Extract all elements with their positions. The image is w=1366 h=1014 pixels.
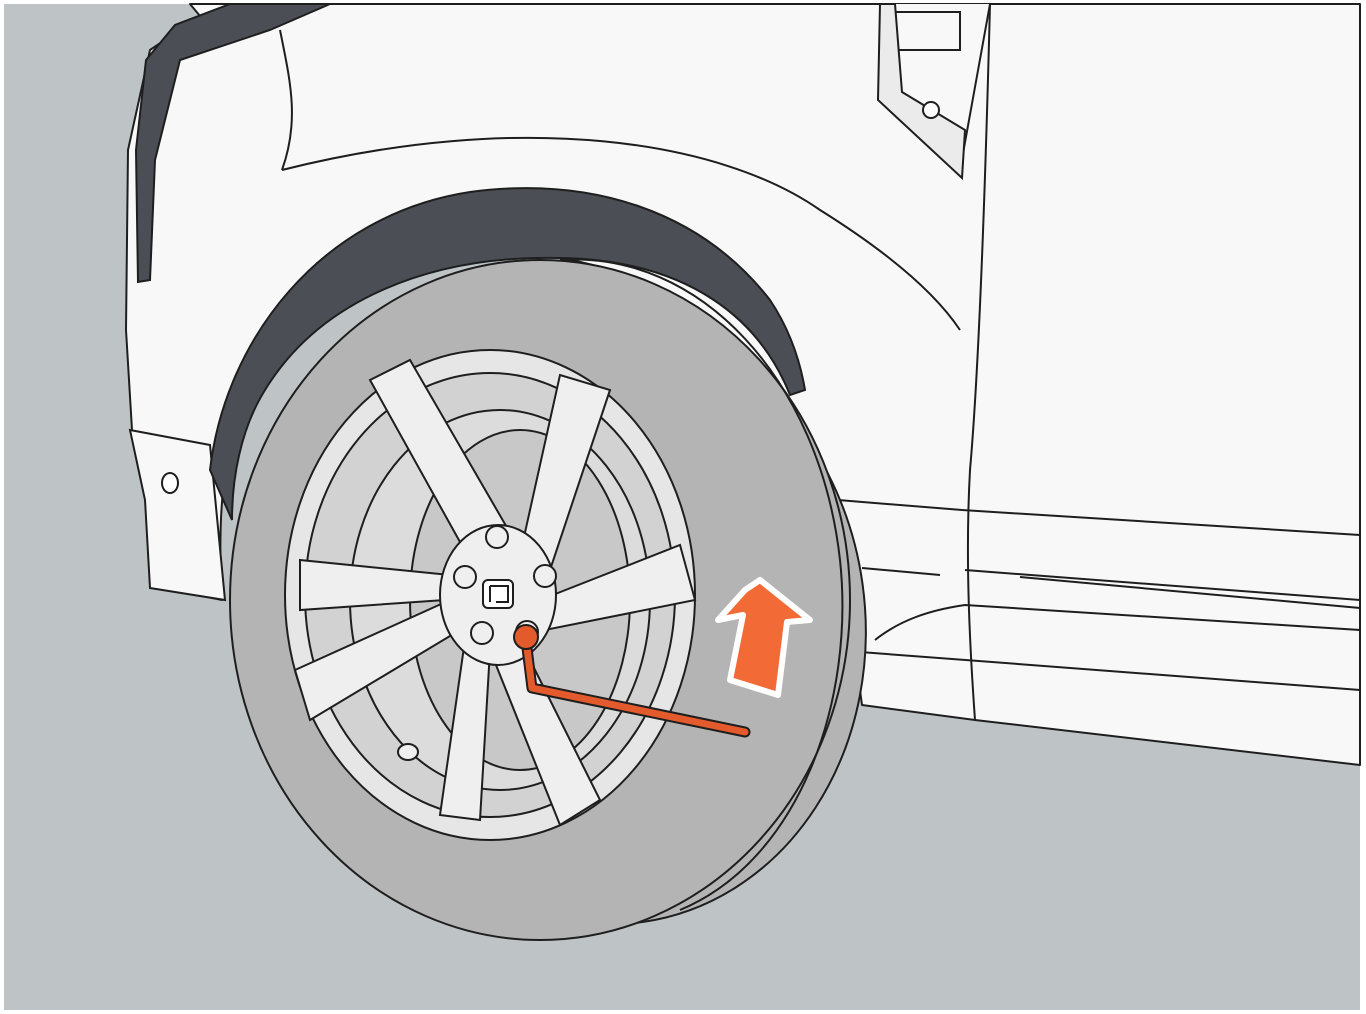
alloy-rim [285, 350, 695, 840]
valve-stem [398, 744, 418, 760]
parking-sensor [162, 473, 178, 493]
